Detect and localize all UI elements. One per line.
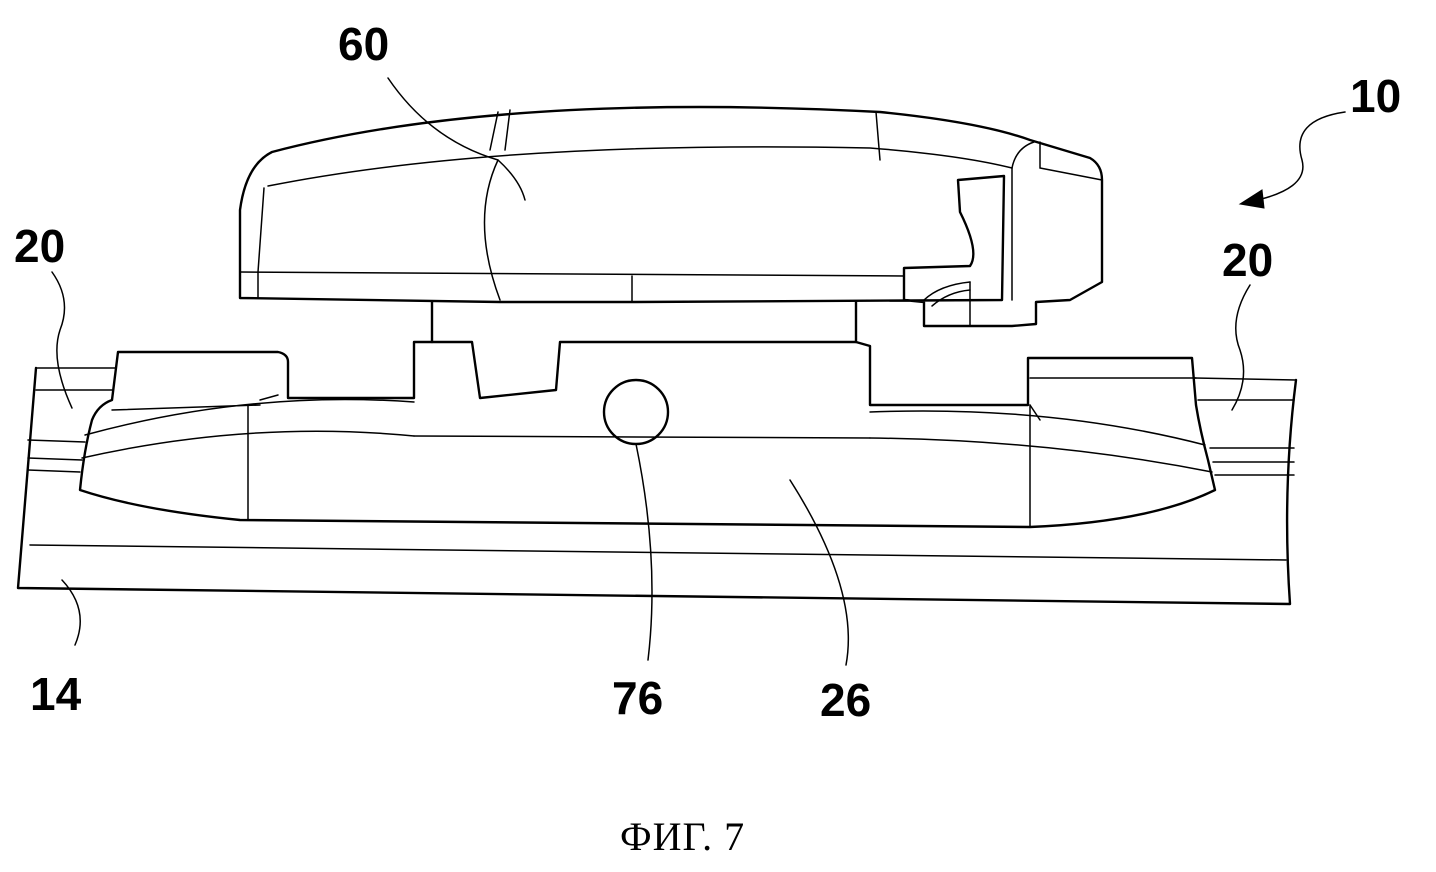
label-10: 10 xyxy=(1350,70,1401,122)
cap-stem xyxy=(432,300,856,342)
label-60: 60 xyxy=(338,18,389,70)
label-20-left: 20 xyxy=(14,220,65,272)
figure-caption: ФИГ. 7 xyxy=(620,814,745,859)
leader-10 xyxy=(1248,112,1345,202)
label-26: 26 xyxy=(820,674,871,726)
main-body xyxy=(80,342,1215,527)
label-20-right: 20 xyxy=(1222,234,1273,286)
label-14: 14 xyxy=(30,668,82,720)
label-76: 76 xyxy=(612,672,663,724)
arrowhead-10 xyxy=(1240,190,1264,208)
cap-part xyxy=(240,107,1102,326)
leader-20-right xyxy=(1232,285,1250,410)
leader-20-left xyxy=(52,272,72,408)
